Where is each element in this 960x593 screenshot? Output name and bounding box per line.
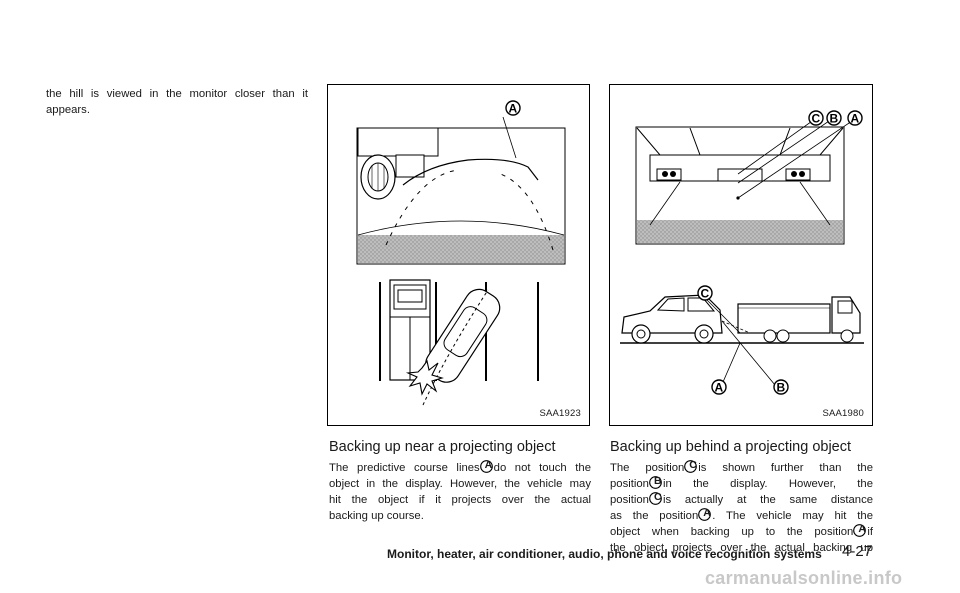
figure-2-illustration: C B A bbox=[620, 110, 864, 395]
section-2-line-6: the object projects over the actual back… bbox=[610, 542, 873, 554]
page-number: 4-27 bbox=[842, 543, 873, 560]
label-a-marker-fig2-side: A bbox=[711, 379, 727, 395]
footer-title: Monitor, heater, air conditioner, audio,… bbox=[387, 547, 822, 561]
side-view-diagram bbox=[620, 294, 864, 386]
ref-a-marker: A bbox=[479, 459, 494, 473]
section-1-line-3: hit the object if it projects over the a… bbox=[329, 494, 591, 506]
svg-text:B: B bbox=[830, 112, 839, 126]
ref-b-marker: B bbox=[649, 475, 663, 489]
watermark-link[interactable]: carmanualsonline.info bbox=[705, 568, 903, 588]
svg-text:A: A bbox=[851, 112, 860, 126]
figure-2-frame: C B A bbox=[609, 84, 873, 426]
svg-text:C: C bbox=[812, 112, 821, 126]
ref-c-marker: C bbox=[684, 459, 698, 473]
ref-a-marker: A bbox=[698, 507, 712, 521]
monitor-view bbox=[356, 116, 566, 265]
section-1-line-4: backing up course. bbox=[329, 510, 424, 522]
figure-1-code: SAA1923 bbox=[539, 408, 581, 419]
ref-a-marker: A bbox=[853, 523, 867, 537]
svg-text:A: A bbox=[509, 102, 518, 116]
label-a-marker-fig1: A bbox=[505, 100, 521, 116]
section-2-heading: Backing up behind a projecting object bbox=[610, 439, 852, 455]
figure-2-code: SAA1980 bbox=[822, 408, 864, 419]
section-1-heading: Backing up near a projecting object bbox=[329, 439, 556, 455]
label-a-marker-fig2-top: A bbox=[847, 110, 863, 126]
parking-lot-diagram bbox=[379, 279, 539, 406]
monitor-view-truck bbox=[635, 118, 856, 245]
intro-line-2: appears. bbox=[46, 104, 90, 116]
ref-c-marker: C bbox=[649, 491, 663, 505]
label-b-marker-fig2-side: B bbox=[773, 379, 789, 395]
label-b-marker-fig2-top: B bbox=[826, 110, 842, 126]
svg-text:A: A bbox=[715, 381, 724, 395]
figure-1-illustration: A bbox=[356, 100, 566, 406]
section-1-line-2: object in the display. However, the vehi… bbox=[329, 478, 591, 490]
intro-paragraph: the hill is viewed in the monitor closer… bbox=[46, 86, 308, 118]
intro-line-1: the hill is viewed in the monitor closer… bbox=[46, 88, 308, 100]
svg-text:C: C bbox=[701, 287, 710, 301]
figure-1-frame: A SAA1923 bbox=[327, 84, 590, 426]
label-c-marker-fig2-side: C bbox=[697, 285, 713, 301]
svg-text:B: B bbox=[777, 381, 786, 395]
label-c-marker-fig2-top: C bbox=[808, 110, 824, 126]
